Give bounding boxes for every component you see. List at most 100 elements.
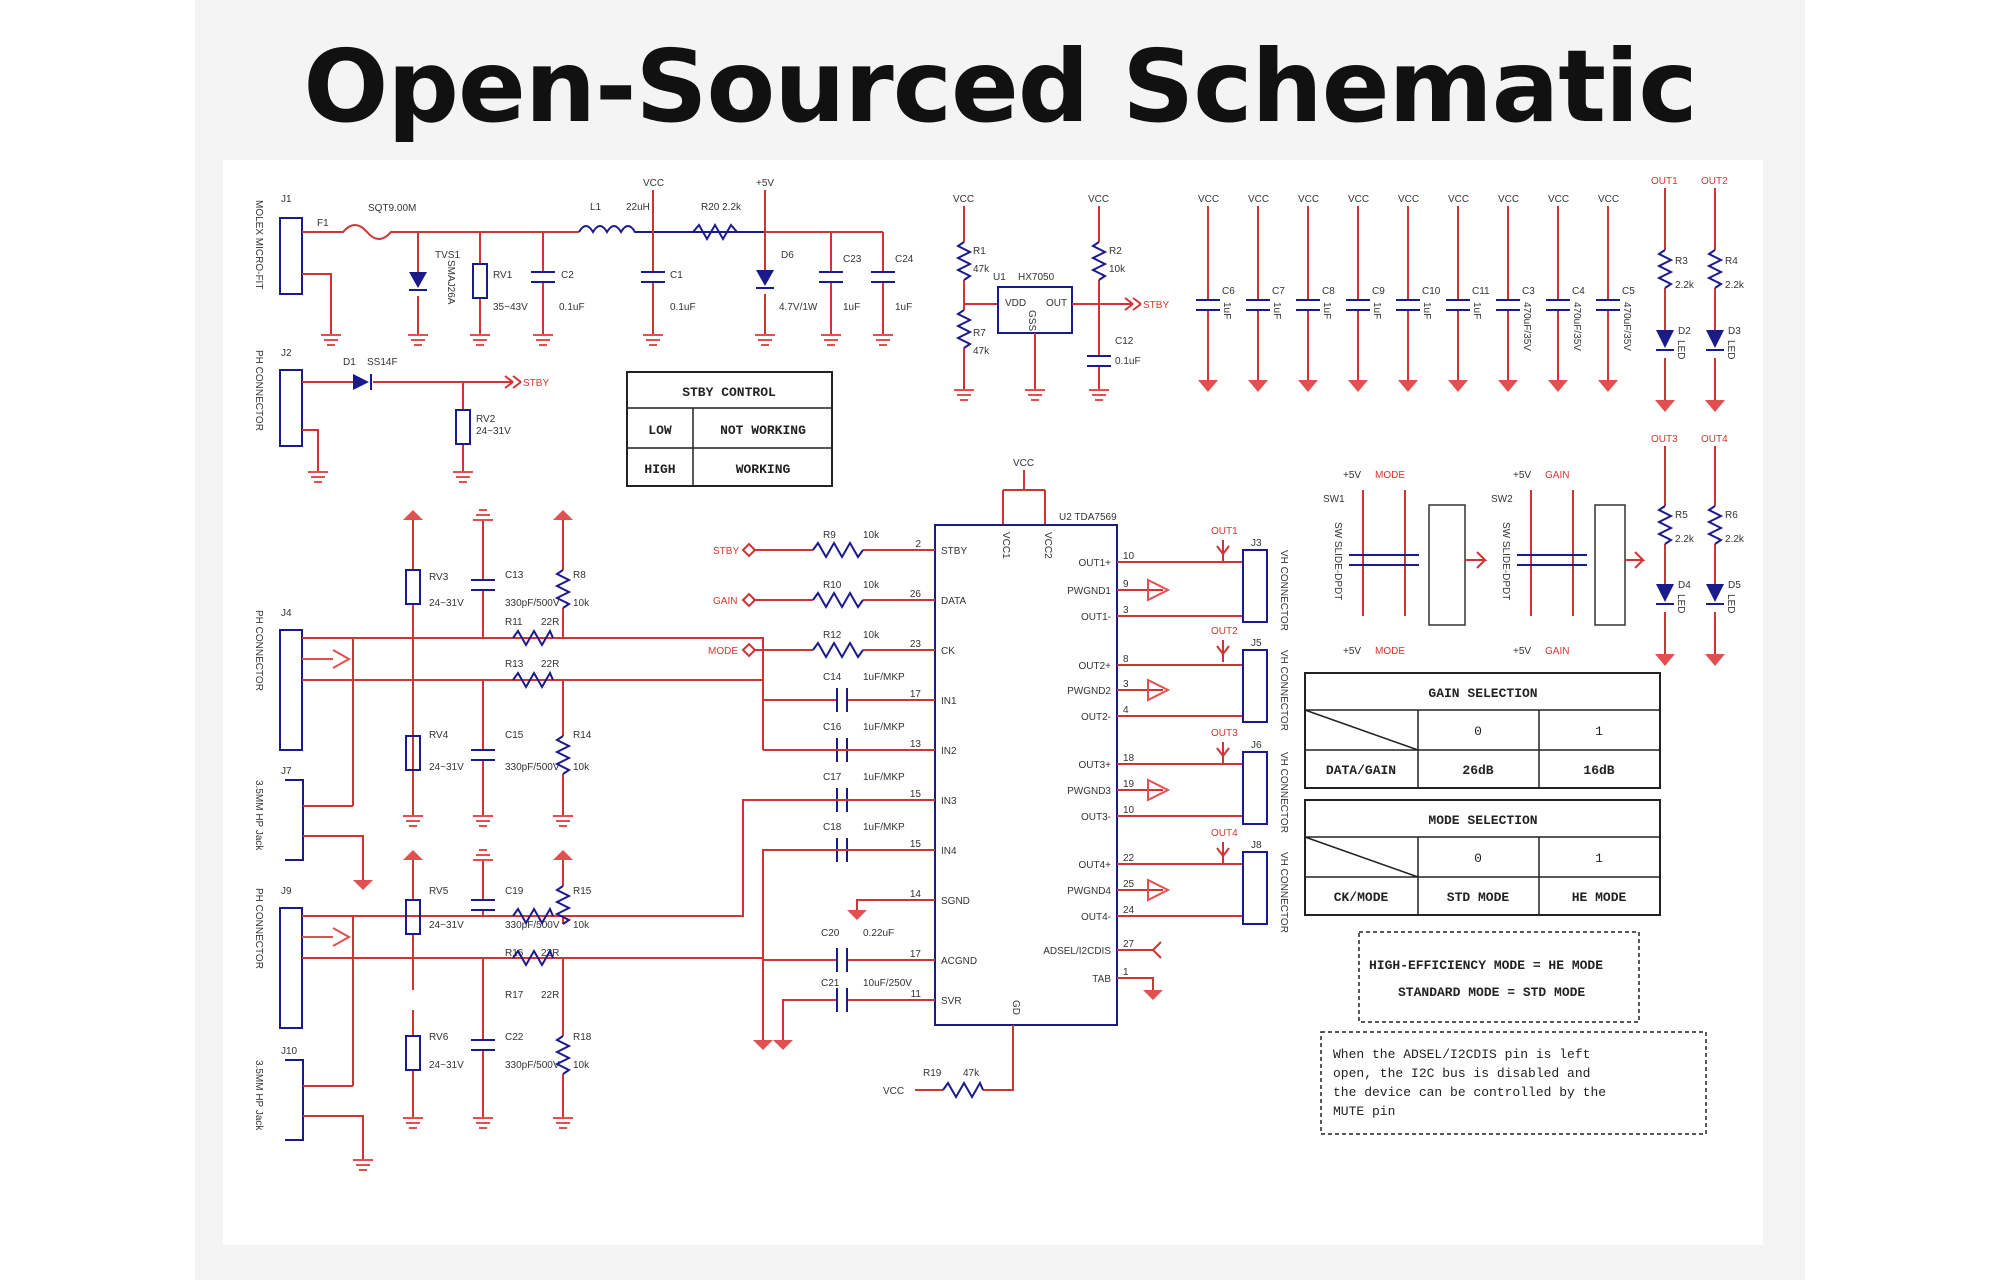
regulator-section: VCC R1 47k R7 47k U1 HX7050 VDD OUT GSS … <box>953 194 1169 401</box>
sw2-contacts <box>1517 554 1587 566</box>
c20-label: C20 <box>821 928 840 939</box>
c2-value: 0.1uF <box>559 302 585 313</box>
connector-j9 <box>279 907 303 1029</box>
ic-gain-net: GAIN <box>713 596 737 607</box>
r19-label: R19 <box>923 1068 942 1079</box>
resistor-r16 <box>512 906 554 926</box>
c24-value: 1uF <box>895 302 912 313</box>
capacitor-c24 <box>871 271 895 283</box>
ground-c24 <box>873 334 893 346</box>
speaker-out-net-label: OUT2 <box>1211 626 1238 637</box>
r18-value: 10k <box>573 1060 590 1071</box>
gain-selection-table: GAIN SELECTION 0 1 DATA/GAIN 26dB 16dB <box>1304 672 1661 789</box>
capacitor-c15 <box>471 749 495 761</box>
decap-value: 470uF/35V <box>1571 302 1582 351</box>
ground-ic-caps <box>753 1040 793 1050</box>
inductor-l1 <box>578 225 783 234</box>
page-title: Open-Sourced Schematic <box>303 28 1697 145</box>
ic-left-pin-number: 13 <box>910 739 922 750</box>
led-indicators-mid: OUT3 OUT4 R5 2.2k R6 2.2k D4 D5 LED LED <box>1651 434 1745 666</box>
ic-vcc1-pin: VCC1 <box>1000 532 1011 559</box>
c17-value: 1uF/MKP <box>863 772 905 783</box>
d3-label: D3 <box>1728 326 1741 337</box>
mode-value-0: STD MODE <box>1447 890 1510 905</box>
ground-c23 <box>821 334 841 346</box>
decap-capacitor <box>1196 299 1220 311</box>
speaker-connector-desc: VH CONNECTOR <box>1278 550 1289 631</box>
c2-label: C2 <box>561 270 574 281</box>
mode-table-frame <box>1304 799 1661 916</box>
c14-value: 1uF/MKP <box>863 672 905 683</box>
ic-left-pin-number: 15 <box>910 789 922 800</box>
wire-j7 <box>303 638 364 880</box>
rv4-label: RV4 <box>429 730 449 741</box>
ic-right-pin-name: OUT3- <box>1081 812 1111 823</box>
ground-leds-top <box>1655 400 1725 412</box>
decap-vcc-label: VCC <box>1298 194 1319 205</box>
c15-label: C15 <box>505 730 524 741</box>
gain-table-header: GAIN SELECTION <box>1428 686 1537 701</box>
r18-label: R18 <box>573 1032 592 1043</box>
rv2-label: RV2 <box>476 414 496 425</box>
mode-selection-table: MODE SELECTION 0 1 CK/MODE STD MODE HE M… <box>1304 799 1661 916</box>
r13-value: 22R <box>541 659 559 670</box>
c18-value: 1uF/MKP <box>863 822 905 833</box>
speaker-out-net-label: OUT1 <box>1211 526 1238 537</box>
rv3-label: RV3 <box>429 572 449 583</box>
speaker-out-net-label: OUT4 <box>1211 828 1238 839</box>
varistor-rv6 <box>405 1035 421 1071</box>
ground-rv3 <box>403 510 423 520</box>
connector-j4 <box>279 629 303 751</box>
c12-value: 0.1uF <box>1115 356 1141 367</box>
j7-desc: 3.5MM HP Jack <box>253 780 264 851</box>
r6-value: 2.2k <box>1725 534 1745 545</box>
control-resistors <box>812 540 864 660</box>
ic-left-pin-name: SVR <box>941 996 962 1007</box>
stby-row-high-state: WORKING <box>736 462 791 477</box>
j2-label: J2 <box>281 348 292 359</box>
wire-ic-vcc <box>1002 470 1046 525</box>
c22-label: C22 <box>505 1032 524 1043</box>
stby-arrow-1 <box>504 375 522 389</box>
varistor-rv1 <box>472 263 488 299</box>
note-line-4: MUTE pin <box>1333 1104 1395 1119</box>
legend-he-mode: HIGH-EFFICIENCY MODE = HE MODE <box>1369 958 1603 973</box>
ic-u2-label: U2 TDA7569 <box>1059 512 1117 523</box>
ic-right-pin-name: OUT1- <box>1081 612 1111 623</box>
decap-vcc-label: VCC <box>1448 194 1469 205</box>
stby-row-low-state: NOT WORKING <box>720 423 806 438</box>
note-line-1: When the ADSEL/I2CDIS pin is left <box>1333 1047 1590 1062</box>
decap-vcc-label: VCC <box>1248 194 1269 205</box>
ground-c2 <box>533 334 553 346</box>
adsel-note-box: When the ADSEL/I2CDIS pin is left open, … <box>1320 1031 1707 1135</box>
decap-label: C6 <box>1222 286 1235 297</box>
c13-value: 330pF/500V <box>505 598 560 609</box>
r12-value: 10k <box>863 630 880 641</box>
capacitor-c2 <box>531 271 555 283</box>
speaker-connector-label: J6 <box>1251 740 1262 751</box>
r7-label: R7 <box>973 328 986 339</box>
caps-c20-c21 <box>836 948 848 1012</box>
decap-capacitor <box>1246 299 1270 311</box>
stby-table-header: STBY CONTROL <box>682 385 776 400</box>
speaker-out-arrow <box>1216 540 1230 562</box>
ic-right-pin-name: OUT4+ <box>1078 860 1111 871</box>
r6-label: R6 <box>1725 510 1738 521</box>
ic-right-pin-name: TAB <box>1092 974 1111 985</box>
r1-value: 47k <box>973 264 990 275</box>
r5-label: R5 <box>1675 510 1688 521</box>
c22-value: 330pF/500V <box>505 1060 560 1071</box>
ic-adsel-wire <box>1117 941 1162 959</box>
ic-right-pin-name: PWGND3 <box>1067 786 1111 797</box>
rv4-value: 24~31V <box>429 762 464 773</box>
ic-left-pins: 2STBY26DATA23CK17IN113IN215IN315IN414SGN… <box>910 539 977 1007</box>
c19-value: 330pF/500V <box>505 920 560 931</box>
ic-right-pin-name: OUT4- <box>1081 912 1111 923</box>
ground-leds-mid <box>1655 654 1725 666</box>
varistor-rv4 <box>405 735 421 771</box>
ic-right-pin-number: 3 <box>1123 679 1129 690</box>
decap-ground <box>1248 380 1268 392</box>
r4-value: 2.2k <box>1725 280 1745 291</box>
c14-label: C14 <box>823 672 842 683</box>
mode-row-label: CK/MODE <box>1334 890 1389 905</box>
